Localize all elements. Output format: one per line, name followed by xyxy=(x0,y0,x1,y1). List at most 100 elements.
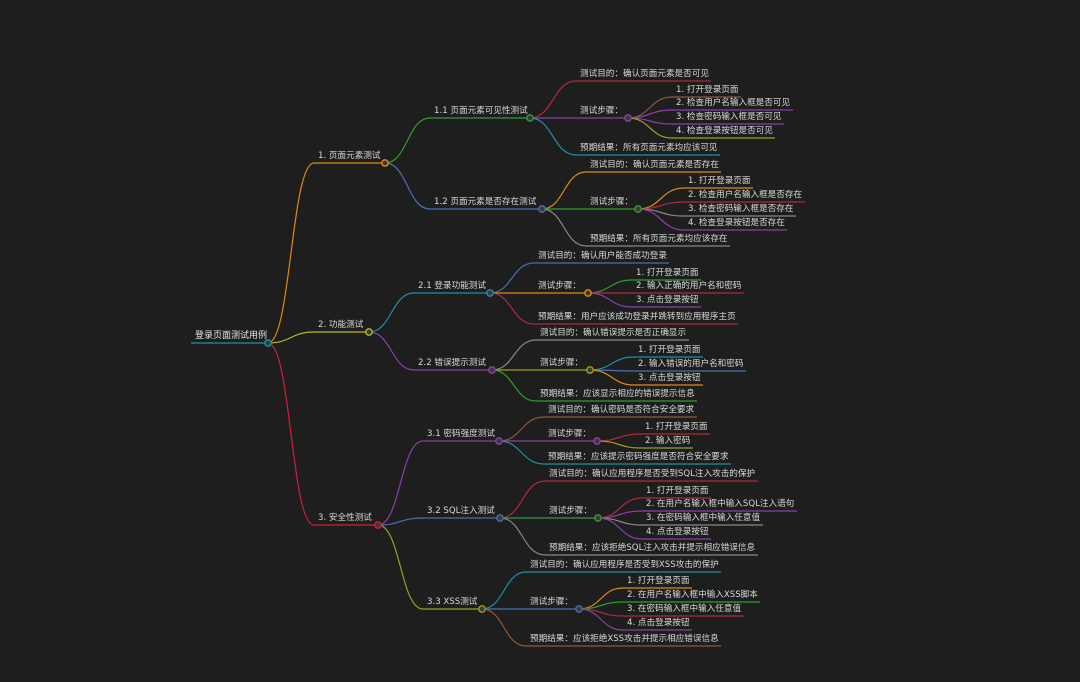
node-a10: 测试目的：确认页面元素是否存在 xyxy=(590,160,719,170)
node-dot-a[interactable] xyxy=(381,159,389,167)
connector-c xyxy=(267,342,315,526)
node-a013: 4. 检查登录按钮是否可见 xyxy=(676,126,773,136)
node-a112: 3. 检查密码输入框是否存在 xyxy=(688,204,794,214)
node-r: 登录页面测试用例 xyxy=(195,331,268,341)
node-dot-r[interactable] xyxy=(264,339,272,347)
connector-b112 xyxy=(589,369,635,386)
node-dot-b11[interactable] xyxy=(586,366,594,374)
connector-c12 xyxy=(499,517,546,556)
connector-a0 xyxy=(384,117,431,164)
node-a0: 1.1 页面元素可见性测试 xyxy=(434,106,528,116)
connector-b110 xyxy=(589,356,635,371)
node-c1: 3.2 SQL注入测试 xyxy=(427,506,495,516)
node-dot-a1[interactable] xyxy=(538,205,546,213)
connector-a113 xyxy=(637,208,685,231)
connector-b012 xyxy=(587,292,633,308)
node-b011: 2. 输入正确的用户名和密码 xyxy=(636,281,742,291)
node-c12: 预期结果：应该拒绝SQL注入攻击并提示相应错误信息 xyxy=(549,543,756,553)
node-a00: 测试目的：确认页面元素是否可见 xyxy=(580,69,709,79)
node-dot-c1[interactable] xyxy=(496,514,504,522)
node-c010: 1. 打开登录页面 xyxy=(645,422,708,432)
connector-a12 xyxy=(541,208,587,247)
connector-b12 xyxy=(491,369,537,402)
node-a012: 3. 检查密码输入框是否可见 xyxy=(676,112,782,122)
node-a12: 预期结果：所有页面元素均应该存在 xyxy=(590,234,728,244)
node-dot-a0[interactable] xyxy=(526,114,534,122)
node-c11: 测试步骤： xyxy=(549,506,592,516)
node-c00: 测试目的：确认密码是否符合安全要求 xyxy=(548,405,695,415)
node-a113: 4. 检查登录按钮是否存在 xyxy=(688,218,785,228)
node-dot-c0[interactable] xyxy=(495,437,503,445)
node-b02: 预期结果：用户应该成功登录并跳转到应用程序主页 xyxy=(538,312,736,322)
node-c21: 测试步骤： xyxy=(530,597,573,607)
connector-a10 xyxy=(541,171,587,210)
connector-a013 xyxy=(627,117,673,139)
node-c02: 预期结果：应该提示密码强度是否符合安全要求 xyxy=(548,452,729,462)
node-c2: 3.3 XSS测试 xyxy=(427,597,478,607)
connector-c02 xyxy=(498,440,545,465)
node-dot-c01[interactable] xyxy=(593,437,601,445)
node-dot-c2[interactable] xyxy=(478,605,486,613)
node-a: 1. 页面元素测试 xyxy=(318,151,381,161)
connector-a1 xyxy=(384,162,431,210)
connector-a010 xyxy=(627,96,673,119)
node-b012: 3. 点击登录按钮 xyxy=(636,295,699,305)
node-c113: 4. 点击登录按钮 xyxy=(646,527,709,537)
node-dot-a01[interactable] xyxy=(624,114,632,122)
connector-c22 xyxy=(481,608,527,647)
node-dot-c11[interactable] xyxy=(594,514,602,522)
node-b110: 1. 打开登录页面 xyxy=(638,345,701,355)
node-a011: 2. 检查用户名输入框是否可见 xyxy=(676,98,791,108)
node-b1: 2.2 错误提示测试 xyxy=(418,358,486,368)
node-dot-c[interactable] xyxy=(374,521,382,529)
node-b: 2. 功能测试 xyxy=(318,320,364,330)
node-dot-a11[interactable] xyxy=(634,205,642,213)
connector-c1 xyxy=(377,517,424,526)
node-dot-b1[interactable] xyxy=(488,366,496,374)
connector-b0 xyxy=(368,292,415,333)
node-a11: 测试步骤： xyxy=(590,197,633,207)
connector-c00 xyxy=(498,416,545,442)
node-b00: 测试目的：确认用户能否成功登录 xyxy=(538,251,667,261)
node-c210: 1. 打开登录页面 xyxy=(627,576,690,586)
node-b0: 2.1 登录功能测试 xyxy=(418,281,486,291)
connector-b10 xyxy=(491,339,537,371)
node-b111: 2. 输入错误的用户名和密码 xyxy=(638,359,744,369)
connector-b00 xyxy=(489,262,535,294)
connector-b xyxy=(267,331,315,344)
node-c213: 4. 点击登录按钮 xyxy=(627,618,690,628)
node-a110: 1. 打开登录页面 xyxy=(688,176,751,186)
node-a1: 1.2 页面元素是否存在测试 xyxy=(434,197,537,207)
node-a010: 1. 打开登录页面 xyxy=(676,85,739,95)
node-dot-c21[interactable] xyxy=(575,605,583,613)
node-dot-b01[interactable] xyxy=(584,289,592,297)
connector-c0 xyxy=(377,440,424,526)
node-dot-b[interactable] xyxy=(365,328,373,336)
connector-c213 xyxy=(578,608,624,631)
node-c211: 2. 在用户名输入框中输入XSS脚本 xyxy=(627,590,758,600)
connector-b02 xyxy=(489,292,535,325)
connector-b010 xyxy=(587,279,633,294)
connector-c10 xyxy=(499,480,546,519)
node-c111: 2. 在用户名输入框中输入SQL注入语句 xyxy=(646,499,795,509)
connector-a xyxy=(267,162,315,344)
connector-a00 xyxy=(529,80,577,119)
node-c112: 3. 在密码输入框中输入任意值 xyxy=(646,513,761,523)
connector-c113 xyxy=(597,517,643,540)
node-c22: 预期结果：应该拒绝XSS攻击并提示相应错误信息 xyxy=(530,634,719,644)
node-dot-b0[interactable] xyxy=(486,289,494,297)
node-b112: 3. 点击登录按钮 xyxy=(638,373,701,383)
connector-c011 xyxy=(596,440,642,449)
node-c20: 测试目的：确认应用程序是否受到XSS攻击的保护 xyxy=(530,560,719,570)
connector-a02 xyxy=(529,117,577,156)
node-b01: 测试步骤： xyxy=(538,281,581,291)
node-c011: 2. 输入密码 xyxy=(645,436,691,446)
connector-b1 xyxy=(368,331,415,371)
node-a111: 2. 检查用户名输入框是否存在 xyxy=(688,190,803,200)
node-c0: 3.1 密码强度测试 xyxy=(427,429,495,439)
node-b010: 1. 打开登录页面 xyxy=(636,268,699,278)
node-b10: 测试目的：确认错误提示是否正确显示 xyxy=(540,328,687,338)
node-b11: 测试步骤： xyxy=(540,358,583,368)
node-c10: 测试目的：确认应用程序是否受到SQL注入攻击的保护 xyxy=(549,469,756,479)
